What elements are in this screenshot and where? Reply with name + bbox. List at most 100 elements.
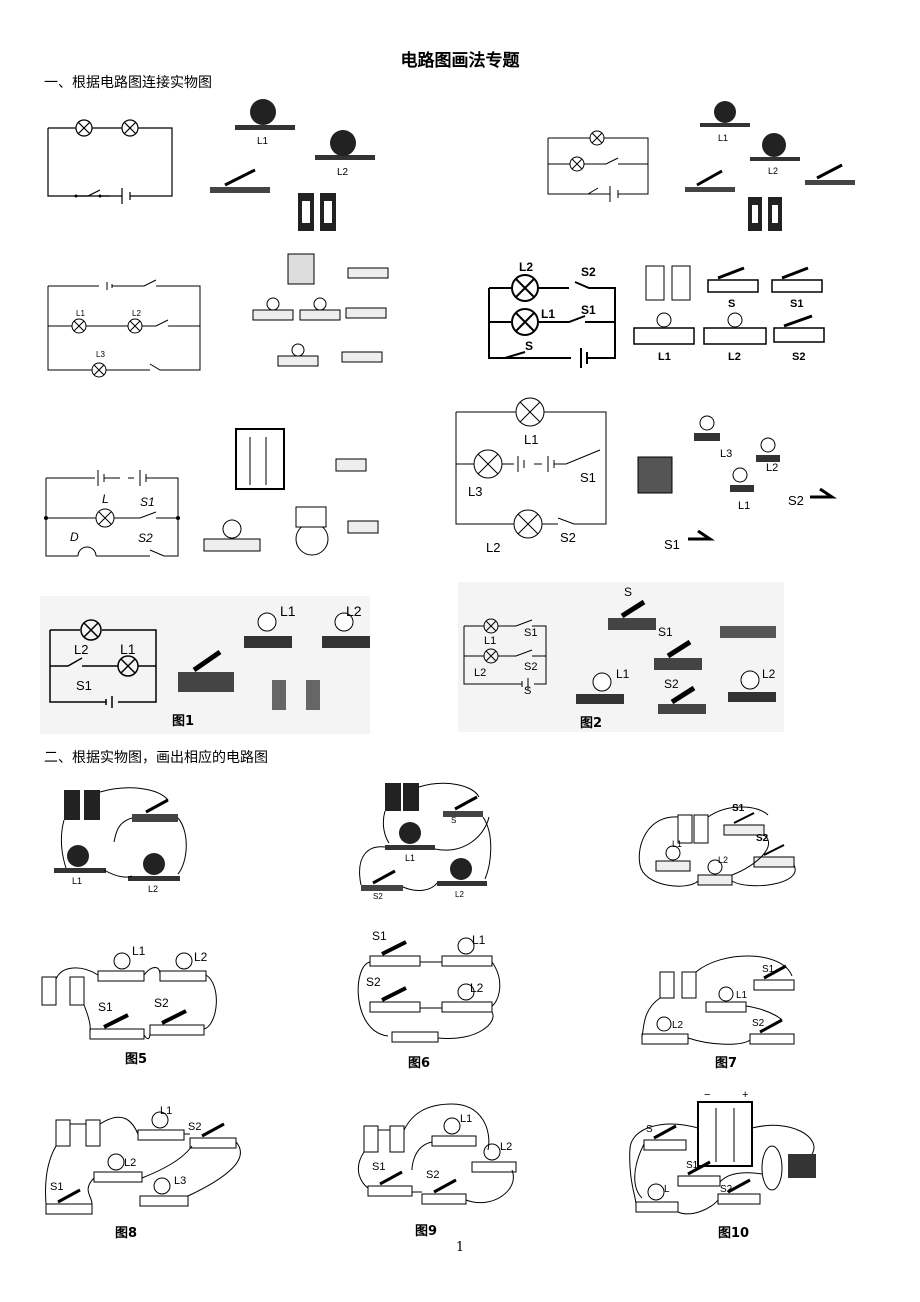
label-s1: S1 <box>686 1160 699 1171</box>
label-s2: S2 <box>756 833 769 844</box>
label-s1: S1 <box>524 627 537 639</box>
circuit-diagram-a <box>47 119 173 204</box>
label-l1: L1 <box>736 990 748 1001</box>
figure-2-caption: 图2 <box>580 716 603 731</box>
section-2-heading: 二、根据实物图，画出相应的电路图 <box>44 750 268 766</box>
page-title: 电路图画法专题 <box>400 51 520 71</box>
label-s1: S1 <box>762 964 775 975</box>
figure-8: L1 S2 L2 L3 S1 <box>44 1105 241 1215</box>
figure-6-caption: 图6 <box>408 1056 431 1071</box>
label-l2: L2 <box>74 642 88 657</box>
figure-10: − + S S1 S2 L <box>629 1089 816 1215</box>
label-s2: S2 <box>154 996 169 1010</box>
figure-10-caption: 图10 <box>718 1226 750 1241</box>
label-l3: L3 <box>720 448 732 460</box>
label-s1: S1 <box>76 678 92 693</box>
label-l1: L1 <box>76 309 85 318</box>
label-l3: L3 <box>174 1175 186 1187</box>
motor-icon <box>761 1145 816 1191</box>
label-s: S <box>525 339 533 353</box>
label-s2: S2 <box>752 1018 765 1029</box>
page-number: 1 <box>455 1240 465 1255</box>
label-l1: L1 <box>460 1113 472 1125</box>
label-l1: L1 <box>541 307 555 321</box>
figure-9: L1 L2 S1 S2 <box>357 1103 517 1205</box>
figure-2: L1 L2 S1 S2 S S S1 S2 L1 L2 <box>463 585 776 714</box>
label-l2: L2 <box>728 351 741 363</box>
figure-7: S1 L1 L2 S2 <box>641 955 795 1045</box>
label-l1: L1 <box>72 876 82 886</box>
object-picture-2: S L1 S2 L2 <box>359 782 492 901</box>
label-s1: S1 <box>581 303 596 317</box>
switch-s2-label: S2 <box>664 677 679 691</box>
figure-2-background <box>458 582 784 732</box>
circuit-diagram-d: L2 L1 S2 S1 S <box>488 260 616 368</box>
label-l1: L1 <box>738 500 750 512</box>
label-l1: L1 <box>672 839 682 849</box>
label-s1: S1 <box>664 537 680 552</box>
label-l2: L2 <box>500 1141 512 1153</box>
label-l2: L2 <box>519 260 533 274</box>
lamp-l2-label: L2 <box>346 603 362 619</box>
label-s1: S1 <box>50 1181 63 1193</box>
lamp-l1-label: L1 <box>616 667 630 681</box>
battery-plus: + <box>742 1089 748 1101</box>
label-s1: S1 <box>140 495 155 509</box>
label-l: L <box>102 492 109 506</box>
components-e <box>203 428 379 556</box>
object-picture-3: S1 S2 L1 L2 <box>638 803 796 887</box>
label-l2: L2 <box>470 981 484 995</box>
components-f: L3 L2 L1 S2 S1 <box>637 415 837 552</box>
battery-icon <box>298 193 336 231</box>
circuit-diagram-b <box>547 130 649 202</box>
figure-5-caption: 图5 <box>125 1052 148 1067</box>
circuit-diagram-f: L1 L3 S1 L2 S2 <box>455 397 607 555</box>
figure-7-caption: 图7 <box>715 1056 738 1071</box>
label-l1: L1 <box>120 641 136 657</box>
label-d: D <box>70 530 79 544</box>
circuit-diagram-c: L1 L2 L3 <box>47 279 201 378</box>
label-l2: L2 <box>486 540 500 555</box>
label-l3: L3 <box>468 484 482 499</box>
lamp-icon <box>235 99 295 130</box>
label-l2: L2 <box>132 309 141 318</box>
lamp-l2-label: L2 <box>762 667 776 681</box>
label-s2: S2 <box>788 493 804 508</box>
label-l2: L2 <box>455 890 464 899</box>
label-l2: L2 <box>148 884 158 894</box>
components-d: S S1 L1 L2 S2 <box>633 265 825 363</box>
label-s2: S2 <box>426 1169 439 1181</box>
lamp-l1-label: L1 <box>257 136 269 147</box>
label-s2: S2 <box>792 351 805 363</box>
label-l2: L2 <box>672 1020 684 1031</box>
lamp-l1-label: L1 <box>280 603 296 619</box>
lamp-l2-label: L2 <box>768 166 778 176</box>
components-b: L1 L2 <box>685 101 855 231</box>
figure-5: L1 L2 S1 S2 <box>41 944 217 1040</box>
object-picture-1: L1 L2 <box>54 787 187 894</box>
label-l1: L1 <box>472 933 486 947</box>
label-l2: L2 <box>194 950 208 964</box>
label-l1: L1 <box>132 944 146 958</box>
components-c <box>252 253 389 367</box>
label-l2: L2 <box>766 462 778 474</box>
circuit-diagram-e: L S1 D S2 <box>44 470 180 557</box>
label-s1: S1 <box>790 298 803 310</box>
lamp-l1-label: L1 <box>718 133 728 143</box>
switch-icon <box>210 168 270 193</box>
figure-9-caption: 图9 <box>415 1224 438 1239</box>
label-l2: L2 <box>718 855 728 865</box>
label-l1: L1 <box>160 1105 172 1117</box>
label-s1: S1 <box>580 470 596 485</box>
figure-8-caption: 图8 <box>115 1226 138 1241</box>
switch-s1-label: S1 <box>658 625 673 639</box>
label-s1: S1 <box>372 929 387 943</box>
label-l1: L1 <box>524 432 538 447</box>
label-s2: S2 <box>138 531 153 545</box>
label-s2: S2 <box>524 661 537 673</box>
label-s2: S2 <box>560 530 576 545</box>
label-s: S <box>646 1124 653 1135</box>
figure-1: L2 L1 S1 L1 L2 <box>49 603 370 710</box>
label-s1: S1 <box>98 1000 113 1014</box>
figure-1-caption: 图1 <box>172 714 195 729</box>
